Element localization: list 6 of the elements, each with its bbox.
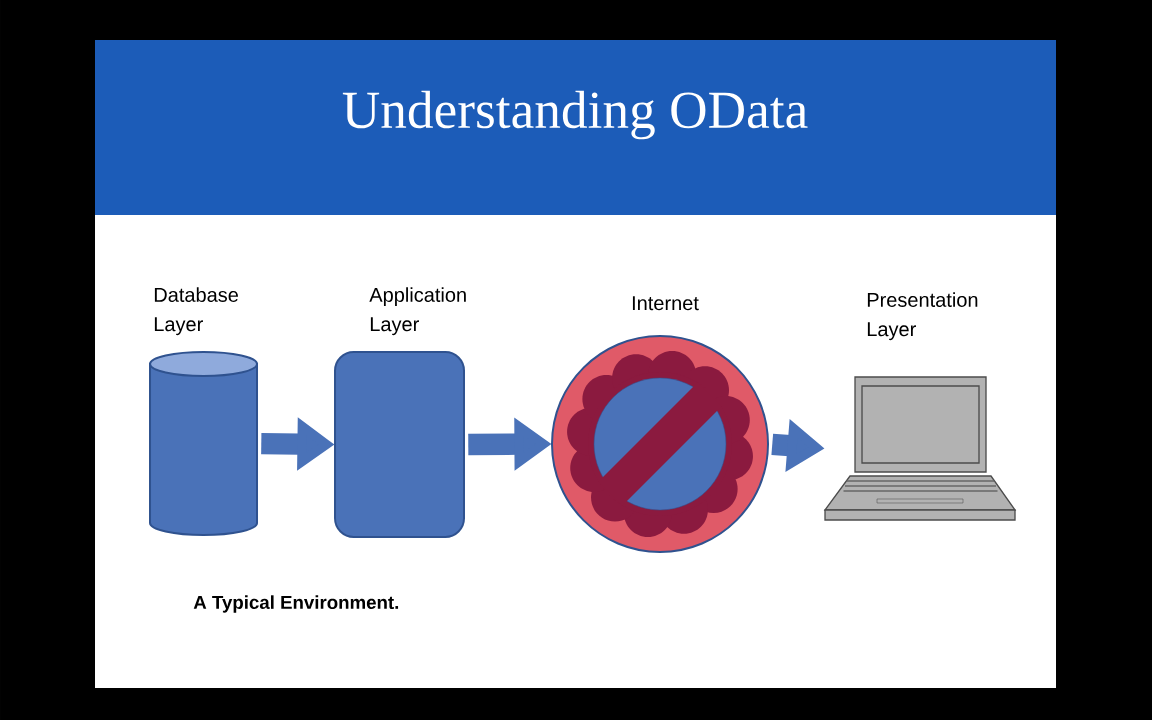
caption-text: A Typical Environment. <box>193 595 399 613</box>
layer-heading: Presentation Layer <box>867 292 978 341</box>
layer-heading: Database Layer <box>154 287 238 336</box>
layer-heading: Application Layer <box>369 287 466 336</box>
title-banner: Understanding OData <box>95 40 1056 215</box>
layer-heading: Internet <box>632 296 699 311</box>
